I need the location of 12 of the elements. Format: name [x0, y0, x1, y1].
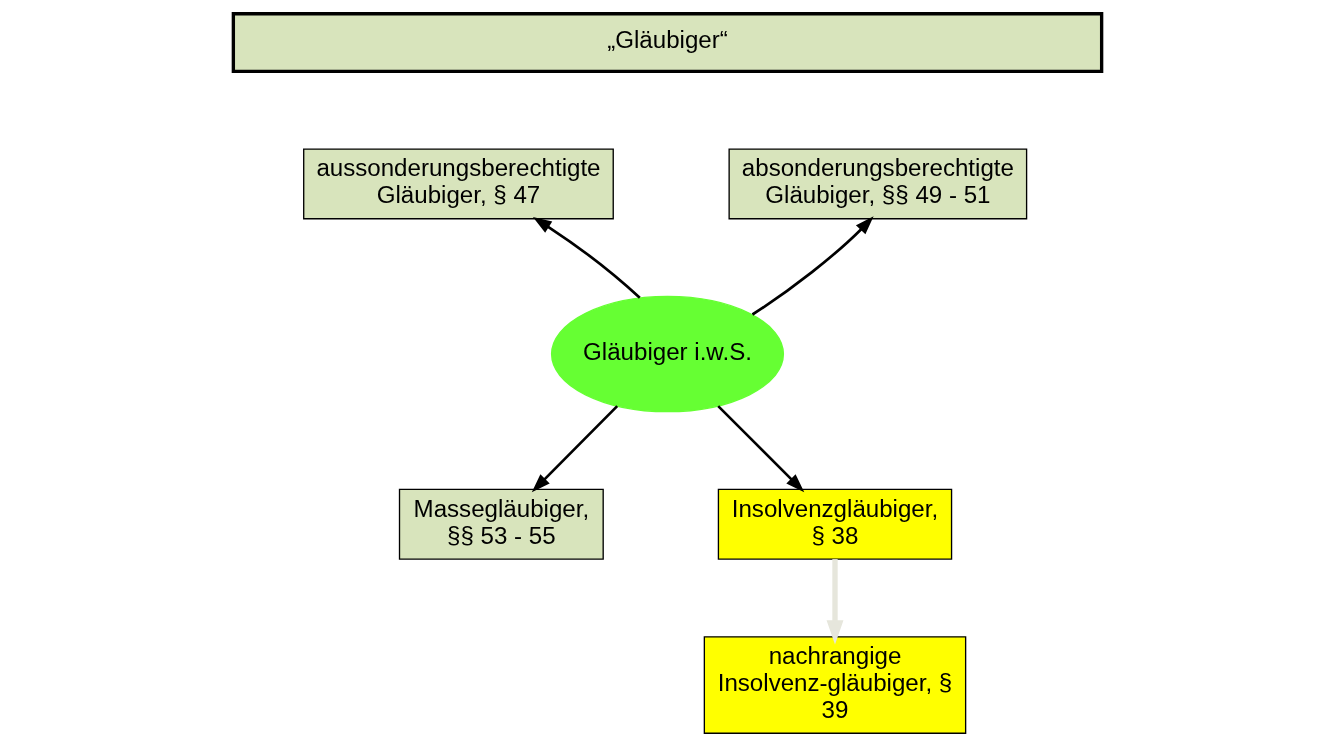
node-box: nachrangige Insolvenz-gläubiger, § 39 — [703, 636, 967, 734]
node-box: Massegläubiger, §§ 53 - 55 — [398, 488, 604, 560]
arrow — [717, 405, 805, 493]
arrow — [531, 405, 619, 493]
node-ellipse: Gläubiger i.w.S. — [550, 295, 785, 413]
node-box: aussonderungsberechtigte Gläubiger, § 47 — [303, 148, 614, 220]
node-box: Insolvenzgläubiger, § 38 — [717, 488, 953, 560]
node-box: „Gläubiger“ — [231, 12, 1104, 73]
arrow — [532, 216, 641, 299]
node-box: absonderungsberechtigte Gläubiger, §§ 49 - 51 — [728, 148, 1028, 220]
arrow — [751, 216, 874, 316]
arrow — [826, 559, 844, 645]
